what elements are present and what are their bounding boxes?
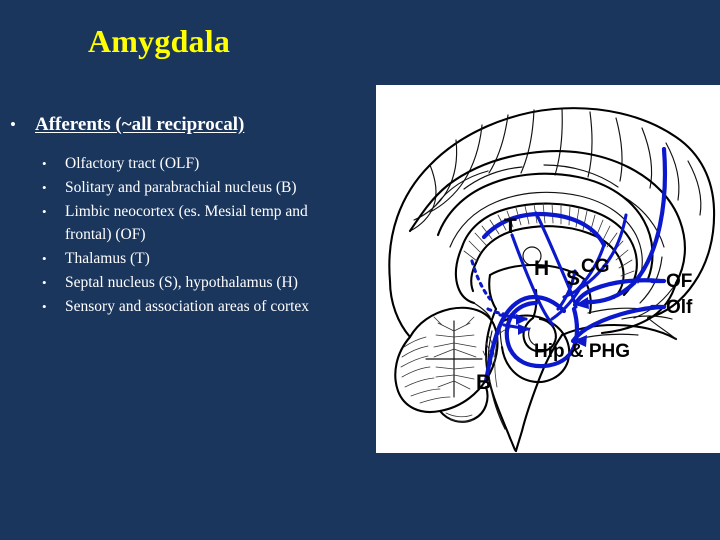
bullet-marker-icon: • (42, 180, 47, 195)
bullet-marker-icon: • (42, 299, 47, 314)
label-b: B (476, 371, 491, 394)
tract-of-afferent (572, 278, 667, 309)
list-item: • Sensory and association areas of corte… (0, 295, 370, 318)
bullet-marker-icon: • (42, 204, 47, 219)
list-item: • Thalamus (T) (0, 247, 370, 270)
tract-brainstem-b (483, 294, 567, 384)
label-t: T (504, 215, 517, 238)
bullet-marker-icon: • (10, 115, 16, 134)
bullet-marker-icon: • (42, 156, 47, 171)
label-of: OF (666, 271, 692, 292)
label-cg: CG (581, 256, 610, 277)
page-title: Amygdala (88, 23, 231, 59)
list-item: • Olfactory tract (OLF) (0, 152, 370, 175)
brain-sagittal-svg: CG T H S OF Olf Hip & PHG B (388, 107, 716, 453)
bullet-marker-icon: • (42, 275, 47, 290)
list-item-label: Limbic neocortex (es. Mesial temp and fr… (65, 203, 308, 243)
brainstem (484, 307, 571, 453)
label-hip-phg: Hip & PHG (534, 341, 630, 362)
septum-fornix-region (454, 245, 542, 318)
brain-diagram-image: CG T H S OF Olf Hip & PHG B (376, 85, 720, 453)
list-item: • Limbic neocortex (es. Mesial temp and … (0, 200, 370, 246)
list-item: • Septal nucleus (S), hypothalamus (H) (0, 271, 370, 294)
list-item-label: Septal nucleus (S), hypothalamus (H) (65, 274, 298, 291)
cerebral-cortex-outline (388, 107, 716, 339)
bullet-marker-icon: • (42, 251, 47, 266)
bullet-content: • Afferents (~all reciprocal) • Olfactor… (0, 112, 370, 319)
list-item-label: Sensory and association areas of cortex (65, 298, 310, 315)
main-bullet-label: Afferents (~all reciprocal) (35, 114, 245, 135)
list-item-label: Solitary and parabrachial nucleus (B) (65, 179, 297, 196)
sub-bullet-list: • Olfactory tract (OLF) • Solitary and p… (0, 152, 370, 318)
fourth-ventricle (487, 330, 506, 430)
list-item: • Solitary and parabrachial nucleus (B) (0, 176, 370, 199)
list-item-label: Olfactory tract (OLF) (65, 155, 200, 172)
main-bullet-item: • Afferents (~all reciprocal) (0, 112, 370, 138)
tract-olf-afferent (570, 304, 667, 347)
label-olf: Olf (666, 297, 693, 318)
cerebellum (394, 306, 499, 423)
tract-dotted-genu (470, 259, 518, 317)
cortical-gyri (408, 108, 702, 319)
label-s: S (566, 267, 580, 290)
tract-thalamus (510, 233, 555, 327)
tract-arrowheads-hypothalamus (498, 313, 530, 335)
cingulate-gyrus (436, 172, 654, 284)
label-h: H (534, 257, 549, 280)
list-item-label: Thalamus (T) (65, 250, 150, 267)
